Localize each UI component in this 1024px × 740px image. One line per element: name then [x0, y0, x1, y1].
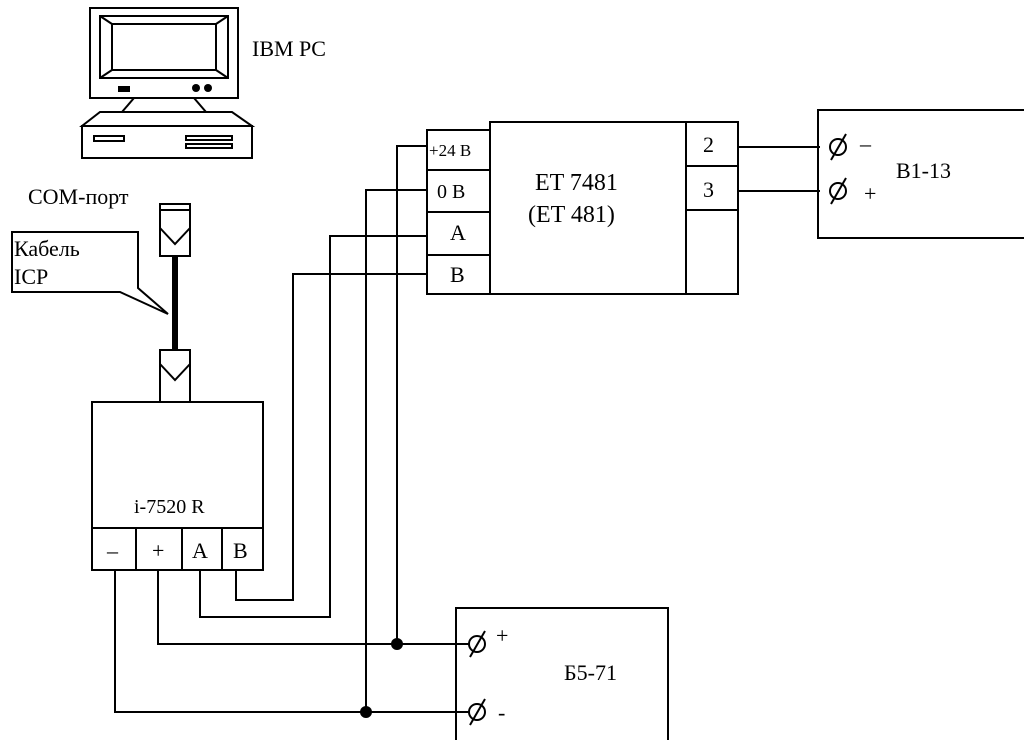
module-terminal-a: A: [450, 220, 466, 245]
system-unit-top: [79, 111, 256, 127]
module-et7481: [426, 121, 739, 295]
converter-terminal-plus: +: [152, 538, 164, 563]
monitor-stand: [119, 97, 209, 113]
wire-b: [235, 273, 427, 601]
junction-dot: [391, 638, 403, 650]
module-terminal-3: 3: [703, 177, 714, 202]
floppy-slot: [185, 135, 233, 141]
voltmeter-name: В1-13: [896, 158, 951, 183]
converter-i7520r: [91, 401, 264, 571]
module-terminal-24v: +24 В: [429, 141, 471, 160]
cable-label-line2: ICP: [14, 264, 48, 289]
terminal-symbol-icon: [468, 630, 486, 658]
module-name-line1: ET 7481: [535, 170, 618, 196]
power-supply-b5-71: [455, 607, 669, 740]
floppy-slot: [93, 135, 125, 142]
power-supply-name: Б5-71: [564, 660, 617, 685]
voltmeter-minus-label: –: [859, 131, 872, 156]
terminal-symbol-icon: [829, 133, 847, 161]
cable-label-line1: Кабель: [14, 236, 80, 261]
monitor-button: [118, 86, 130, 92]
power-supply-minus-label: -: [498, 700, 505, 725]
converter-connector-icon: [159, 349, 191, 403]
power-supply-plus-label: +: [496, 623, 508, 648]
voltmeter-plus-label: +: [864, 181, 876, 206]
wire-24v: [396, 145, 427, 644]
monitor-knob: [192, 84, 200, 92]
converter-terminal-minus: –: [106, 538, 119, 563]
cable-callout: [11, 231, 169, 315]
com-connector-icon: [159, 203, 191, 257]
wire-a: [199, 235, 427, 618]
module-terminal-0v: 0 В: [437, 181, 465, 203]
wire-0v: [365, 189, 427, 712]
pc-label: IBM PC: [252, 36, 326, 61]
terminal-symbol-icon: [829, 177, 847, 205]
converter-terminal-b: B: [233, 538, 248, 563]
com-port-label: COM-порт: [28, 184, 129, 209]
converter-terminal-a: A: [192, 538, 208, 563]
computer-icon: [79, 7, 256, 159]
wire-plus: [157, 570, 469, 645]
module-terminal-2: 2: [703, 132, 714, 157]
wire-minus: [114, 570, 469, 713]
converter-name: i-7520 R: [134, 496, 205, 518]
voltmeter-b1-13: [817, 109, 1024, 239]
monitor-knob: [204, 84, 212, 92]
terminal-symbol-icon: [468, 698, 486, 726]
monitor-body: [89, 7, 239, 99]
junction-dot: [360, 706, 372, 718]
module-terminal-b: B: [450, 262, 465, 287]
floppy-slot: [185, 143, 233, 149]
module-name-line2: (ET 481): [528, 202, 615, 228]
